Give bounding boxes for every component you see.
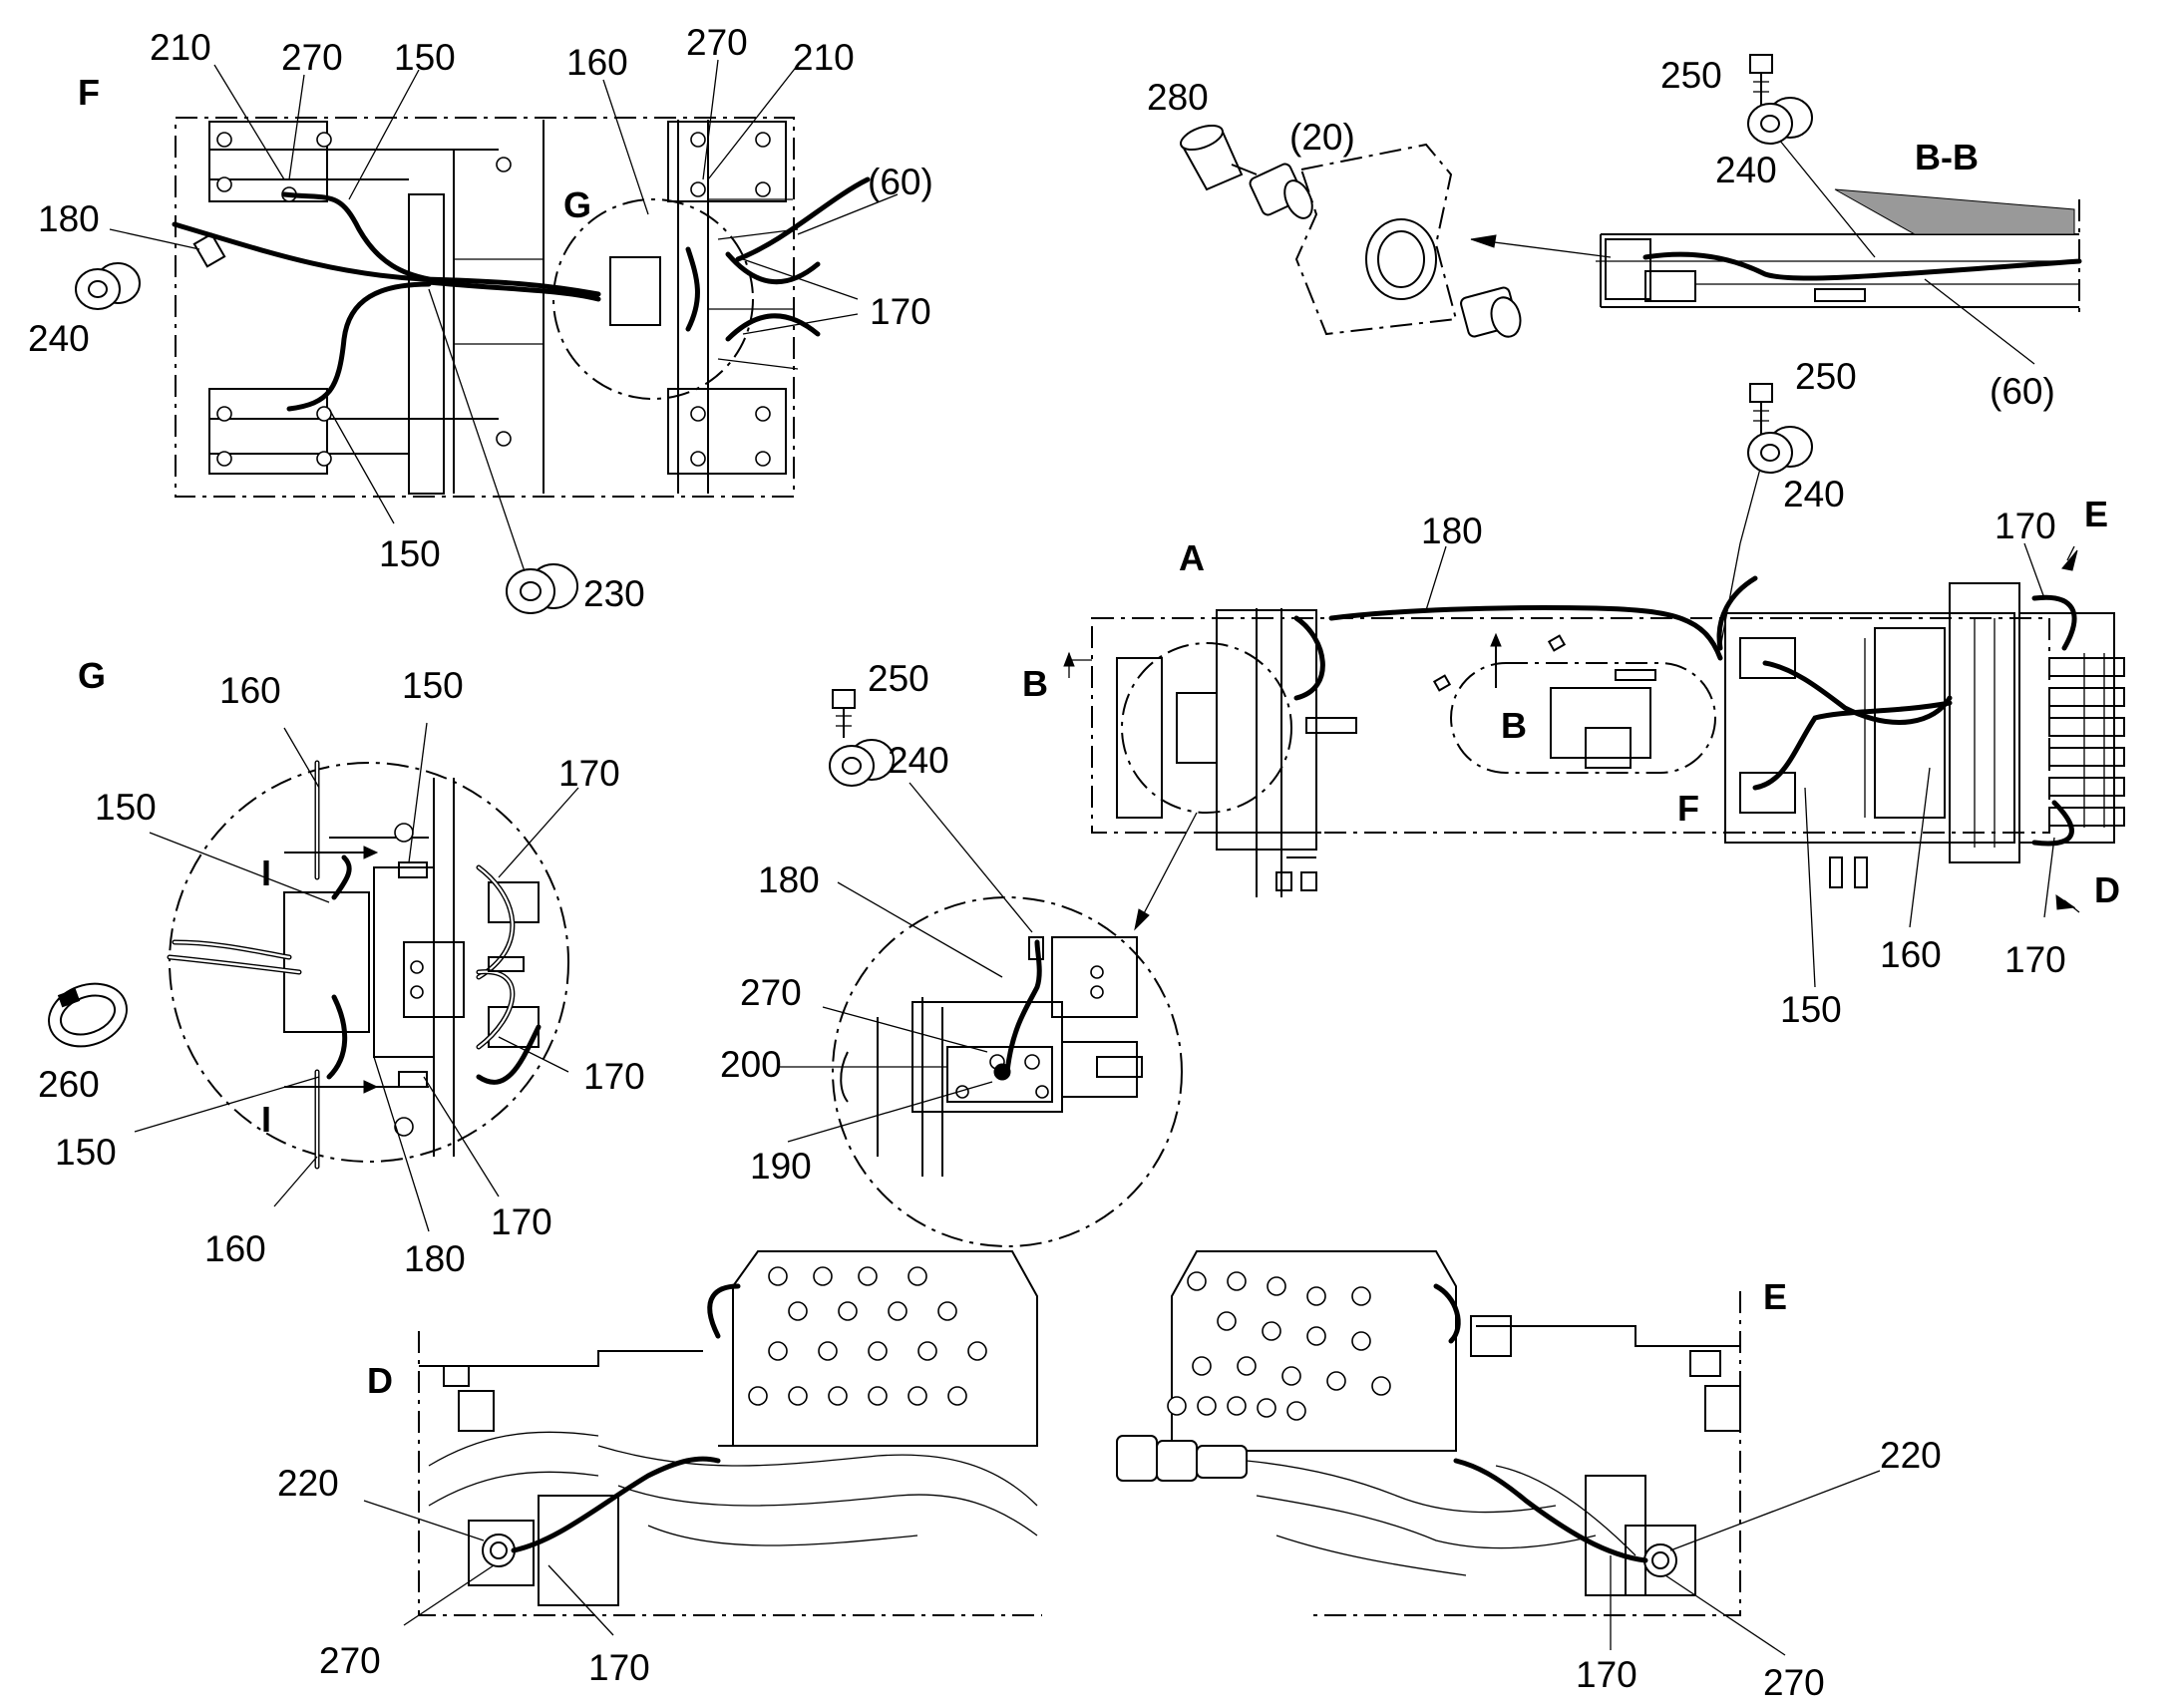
fitting-icon — [1460, 286, 1522, 338]
callout-60: (60) — [868, 162, 933, 202]
callout-150: 150 — [379, 533, 441, 574]
callout-170: 170 — [1995, 506, 2056, 546]
view-label-bb: B-B — [1915, 137, 1979, 177]
clamp-240-icon — [1747, 97, 1813, 145]
callout-160: 160 — [566, 42, 628, 83]
callout-210: 210 — [793, 37, 855, 78]
callout-220: 220 — [277, 1463, 339, 1504]
plug-280-icon — [1180, 124, 1244, 191]
view-f-detail — [172, 117, 871, 498]
fitting-bank — [2048, 653, 2125, 828]
callout-280: 280 — [1147, 77, 1209, 118]
view-arrow-e: E — [2084, 494, 2108, 534]
callout-270: 270 — [1763, 1662, 1825, 1703]
callout-230: 230 — [583, 573, 645, 614]
view-g-detail — [134, 722, 579, 1232]
view-d-detail — [363, 1250, 1042, 1636]
callout-240: 240 — [28, 318, 90, 359]
view-label-e: E — [1763, 1276, 1787, 1317]
callout-180: 180 — [38, 198, 100, 239]
view-label-f: F — [78, 72, 100, 113]
callout-170: 170 — [2004, 939, 2066, 980]
hose-clamp-260-icon — [48, 982, 128, 1048]
sensor-detail — [778, 782, 1183, 1247]
callout-170: 170 — [1576, 1654, 1637, 1695]
callout-270: 270 — [686, 22, 748, 63]
callout-170: 170 — [558, 753, 620, 794]
callout-240: 240 — [888, 740, 949, 781]
clamp-240-icon — [829, 739, 895, 787]
callout-250: 250 — [1795, 356, 1857, 397]
bolt-250-icon — [832, 689, 856, 738]
callout-270: 270 — [740, 972, 802, 1013]
callout-60: (60) — [1990, 371, 2055, 412]
callout-250: 250 — [1660, 55, 1722, 96]
view-f-leaders — [109, 59, 899, 584]
clamp-230-icon — [506, 563, 578, 614]
callout-160: 160 — [219, 670, 281, 711]
view-arrow-d: D — [2094, 869, 2120, 910]
callout-170: 170 — [491, 1201, 552, 1242]
callout-170: 170 — [870, 291, 931, 332]
view-label-b: B — [1501, 705, 1527, 746]
callout-20: (20) — [1289, 117, 1355, 158]
bulkhead-wall — [1294, 143, 1458, 336]
callout-150: 150 — [95, 787, 157, 828]
view-label-f: F — [1677, 788, 1699, 829]
callout-270: 270 — [281, 37, 343, 78]
callout-190: 190 — [750, 1146, 812, 1187]
bolt-250-icon — [1749, 383, 1773, 434]
callout-170: 170 — [588, 1647, 650, 1688]
callout-240: 240 — [1783, 474, 1845, 514]
view-label-a: A — [1179, 537, 1205, 578]
callout-160: 160 — [1880, 934, 1942, 975]
callout-240: 240 — [1715, 150, 1777, 190]
callout-270: 270 — [319, 1640, 381, 1681]
callout-220: 220 — [1880, 1435, 1942, 1476]
callout-150: 150 — [55, 1132, 117, 1173]
view-label-d: D — [367, 1360, 393, 1401]
callout-180: 180 — [758, 859, 820, 900]
view-a-assembly — [1063, 468, 2125, 988]
view-label-g: G — [78, 655, 106, 696]
callout-170: 170 — [583, 1056, 645, 1097]
fitting-20-icon — [1231, 163, 1313, 219]
callout-160: 160 — [204, 1228, 266, 1269]
view-bb-section — [1470, 134, 2082, 365]
callout-260: 260 — [38, 1064, 100, 1105]
callout-250: 250 — [868, 658, 929, 699]
callout-210: 210 — [150, 27, 211, 68]
view-label-g-in-f: G — [563, 184, 591, 225]
callout-150: 150 — [1780, 989, 1842, 1030]
bolt-250-icon — [1749, 54, 1773, 105]
section-mark-i: I — [261, 853, 271, 893]
callout-180: 180 — [404, 1238, 466, 1279]
callout-150: 150 — [402, 665, 464, 706]
callout-180: 180 — [1421, 511, 1483, 551]
section-mark-i: I — [261, 1099, 271, 1140]
clamp-240-icon — [75, 262, 141, 310]
view-e-detail — [1116, 1250, 1881, 1656]
clamp-240-icon — [1747, 426, 1813, 474]
section-arrow-b: B — [1022, 663, 1048, 704]
callout-150: 150 — [394, 37, 456, 78]
callout-200: 200 — [720, 1044, 782, 1085]
